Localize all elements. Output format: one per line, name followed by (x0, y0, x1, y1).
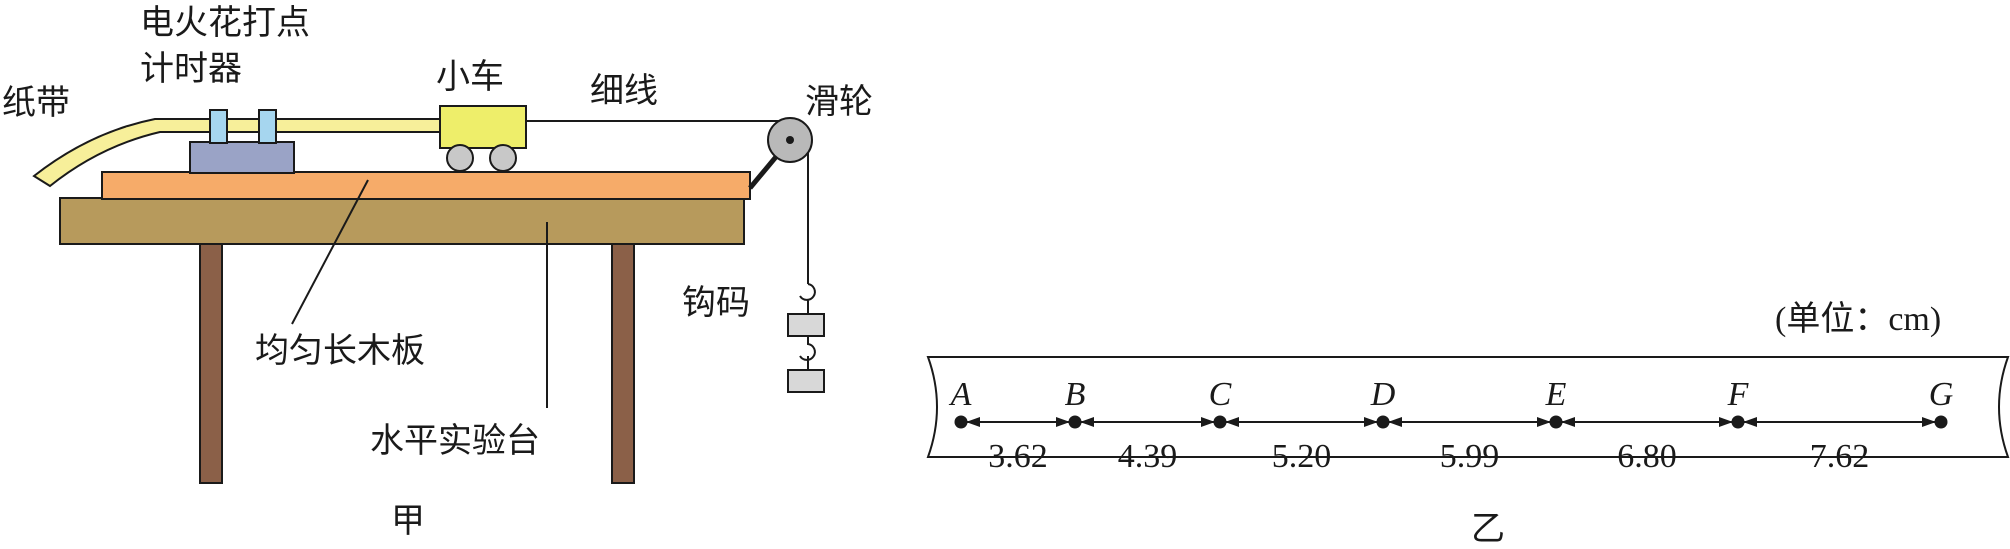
interval-label: 5.99 (1440, 438, 1500, 475)
cart-wheel-right (489, 144, 517, 172)
point-label: D (1370, 376, 1396, 413)
wooden-board (101, 171, 751, 200)
figure-caption-b: 乙 (1471, 509, 1505, 549)
pulley-axle (786, 136, 794, 144)
tape-dot (1549, 415, 1563, 429)
tape-dot (954, 415, 968, 429)
weight-block-bottom (787, 369, 825, 393)
tape-dot (1068, 415, 1082, 429)
tape-dot (1376, 415, 1390, 429)
weight-hook-bottom (799, 336, 816, 370)
interval-label: 7.62 (1810, 438, 1870, 475)
interval-label: 5.20 (1272, 438, 1332, 475)
board-leader-line (291, 179, 369, 325)
unit-label: (单位：cm) (1775, 300, 1941, 338)
timer-post-left (209, 109, 228, 144)
tape-dot (1731, 415, 1745, 429)
tape-dot (1934, 415, 1948, 429)
point-label: F (1727, 376, 1750, 413)
cart-body (439, 105, 527, 149)
weight-hook-top (799, 283, 816, 314)
tape-label: 纸带 (2, 83, 70, 123)
table-label: 水平实验台 (370, 421, 540, 461)
figure-caption-a: 甲 (391, 501, 425, 541)
point-label: C (1209, 376, 1232, 413)
table-leg-right (611, 239, 635, 484)
point-label: B (1065, 376, 1086, 413)
board-label: 均匀长木板 (255, 331, 425, 371)
tape-strip-outline (926, 356, 2010, 458)
tape-dot (1213, 415, 1227, 429)
timer-base (189, 141, 295, 174)
tape-marks: 3.62 4.39 5.20 5.99 6.80 7.62 A B C D E F G (949, 376, 1954, 475)
interval-label: 3.62 (988, 438, 1048, 475)
table-leg-left (199, 239, 223, 484)
timer-post-right (258, 109, 277, 144)
weight-block-top (787, 313, 825, 337)
apparatus-figure: 电火花打点 计时器 纸带 小车 细线 滑轮 钩码 均匀长木板 水平实验台 甲 (2, 3, 873, 541)
string-label: 细线 (590, 71, 658, 111)
table-top (59, 197, 745, 245)
point-label: G (1929, 376, 1954, 413)
timer-label-line1: 电火花打点 (140, 3, 310, 43)
cart-wheel-left (446, 144, 474, 172)
cart-label: 小车 (436, 57, 504, 97)
pulley-label: 滑轮 (805, 82, 873, 122)
weight-label: 钩码 (682, 283, 750, 323)
point-label: A (949, 376, 972, 413)
interval-label: 6.80 (1617, 438, 1677, 475)
interval-label: 4.39 (1118, 438, 1178, 475)
point-label: E (1545, 376, 1567, 413)
timer-label-line2: 计时器 (140, 49, 242, 89)
